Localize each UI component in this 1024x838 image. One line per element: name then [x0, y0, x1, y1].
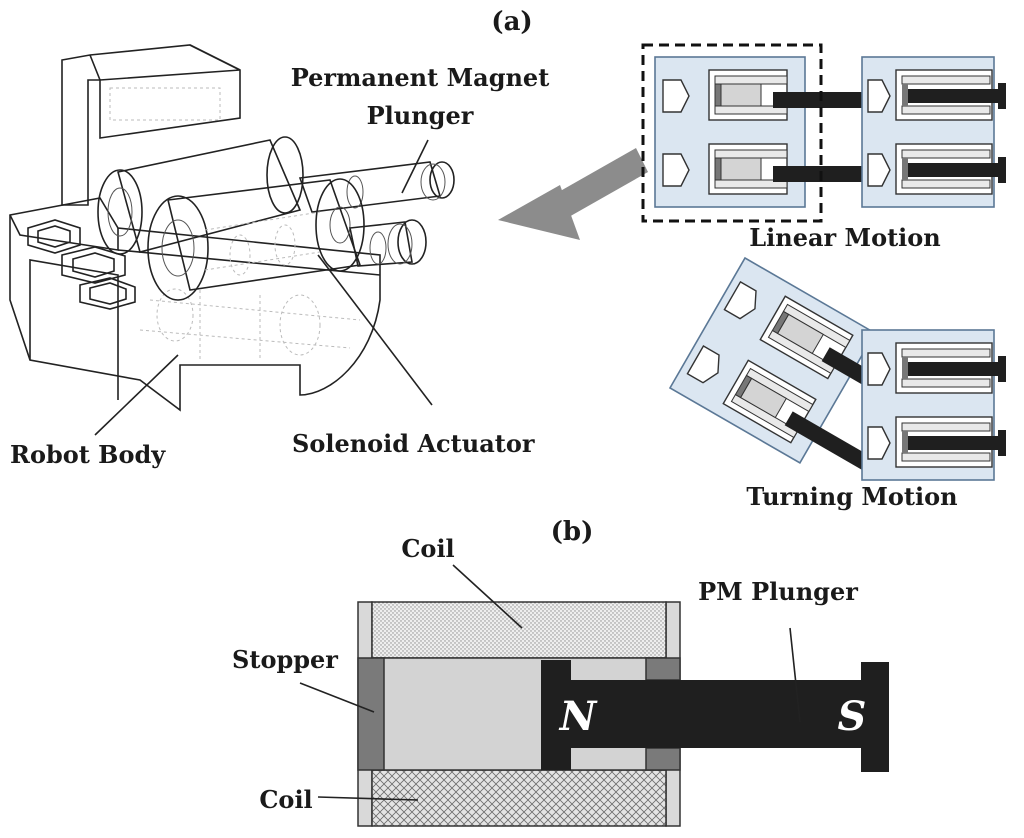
pole-n-label: N	[558, 693, 598, 740]
turning-motion-label: Turning Motion	[746, 482, 957, 511]
solenoid-cross-section	[357, 601, 889, 827]
linear-motion-label: Linear Motion	[749, 223, 941, 252]
linear-motion-diagram	[641, 43, 1006, 223]
body-leader-line	[94, 354, 179, 436]
linear-module-right	[861, 56, 1006, 208]
coil-top-label: Coil	[401, 534, 454, 563]
magnet-leader-line	[401, 139, 429, 194]
pm-plunger-label: PM Plunger	[698, 577, 858, 606]
solenoid-actuator-label: Solenoid Actuator	[292, 429, 535, 458]
turning-motion-diagram	[668, 256, 1006, 481]
stopper-label: Stopper	[232, 645, 338, 674]
panel-b-label: (b)	[551, 517, 594, 547]
coil-bottom	[371, 769, 667, 827]
plunger-leader	[789, 627, 801, 723]
magnet-label-line1: Permanent Magnet	[291, 63, 550, 92]
selected-module-outline	[641, 43, 823, 223]
robot-body-label: Robot Body	[10, 440, 166, 469]
magnet-label-line2: Plunger	[367, 101, 474, 130]
plunger-head-n	[541, 660, 571, 770]
linear-module-left	[654, 56, 875, 208]
stopper	[357, 657, 385, 771]
actuator-leader-line	[317, 254, 433, 406]
direction-arrow	[498, 148, 648, 240]
stopper-leader	[299, 682, 375, 713]
coil-bottom-label: Coil	[259, 785, 312, 814]
panel-a-label: (a)	[491, 7, 532, 37]
coil-top	[371, 601, 667, 659]
coil-bottom-leader	[317, 796, 419, 801]
turning-module-right	[861, 329, 1006, 481]
plunger-head-s	[861, 662, 889, 772]
coil-top-leader	[452, 564, 523, 629]
plunger-rod	[571, 680, 861, 748]
pole-s-label: S	[838, 693, 867, 740]
robot-drawing	[9, 44, 455, 412]
